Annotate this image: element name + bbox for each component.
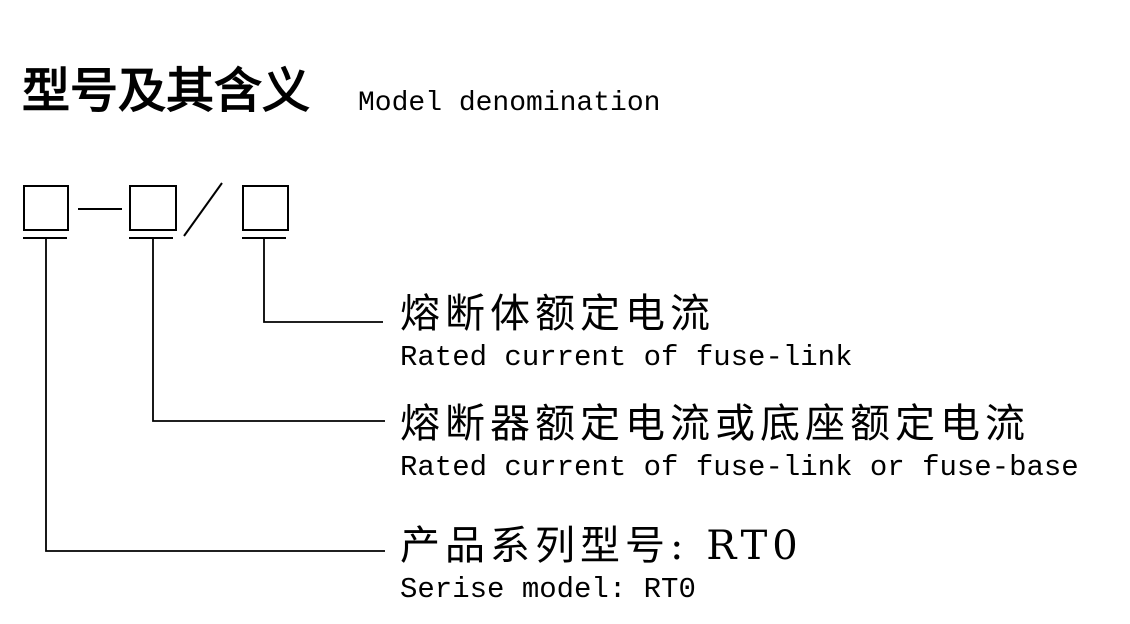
connector-box3-to-label1 xyxy=(263,238,383,323)
label-series-model: 产品系列型号: RT0 Serise model: RT0 xyxy=(400,522,803,607)
fuse-link-rated-current-code-box xyxy=(242,185,289,231)
label-fuse-link-rated-current-en: Rated current of fuse-link xyxy=(400,341,853,374)
label-series-model-en: Serise model: RT0 xyxy=(400,573,696,606)
label-fuse-link-rated-current: 熔断体额定电流 Rated current of fuse-link xyxy=(400,290,852,375)
connector-box1-to-label3 xyxy=(45,238,385,552)
label-fuse-link-rated-current-cn: 熔断体额定电流 xyxy=(400,291,715,337)
connector-box2-to-label2 xyxy=(152,238,385,422)
series-model-code-box xyxy=(23,185,69,231)
fuse-or-base-rated-current-code-box xyxy=(129,185,177,231)
page-subtitle: Model denomination xyxy=(358,88,661,119)
label-series-model-cn: 产品系列型号: RT0 xyxy=(400,523,803,569)
label-fuse-or-base-rated-current-en: Rated current of fuse-link or fuse-base xyxy=(400,451,1079,484)
label-fuse-or-base-rated-current: 熔断器额定电流或底座额定电流 Rated current of fuse-lin… xyxy=(400,400,1079,485)
label-fuse-or-base-rated-current-cn: 熔断器额定电流或底座额定电流 xyxy=(400,401,1030,447)
page-title: 型号及其含义 xyxy=(22,65,311,118)
slash-separator-icon xyxy=(183,182,223,237)
